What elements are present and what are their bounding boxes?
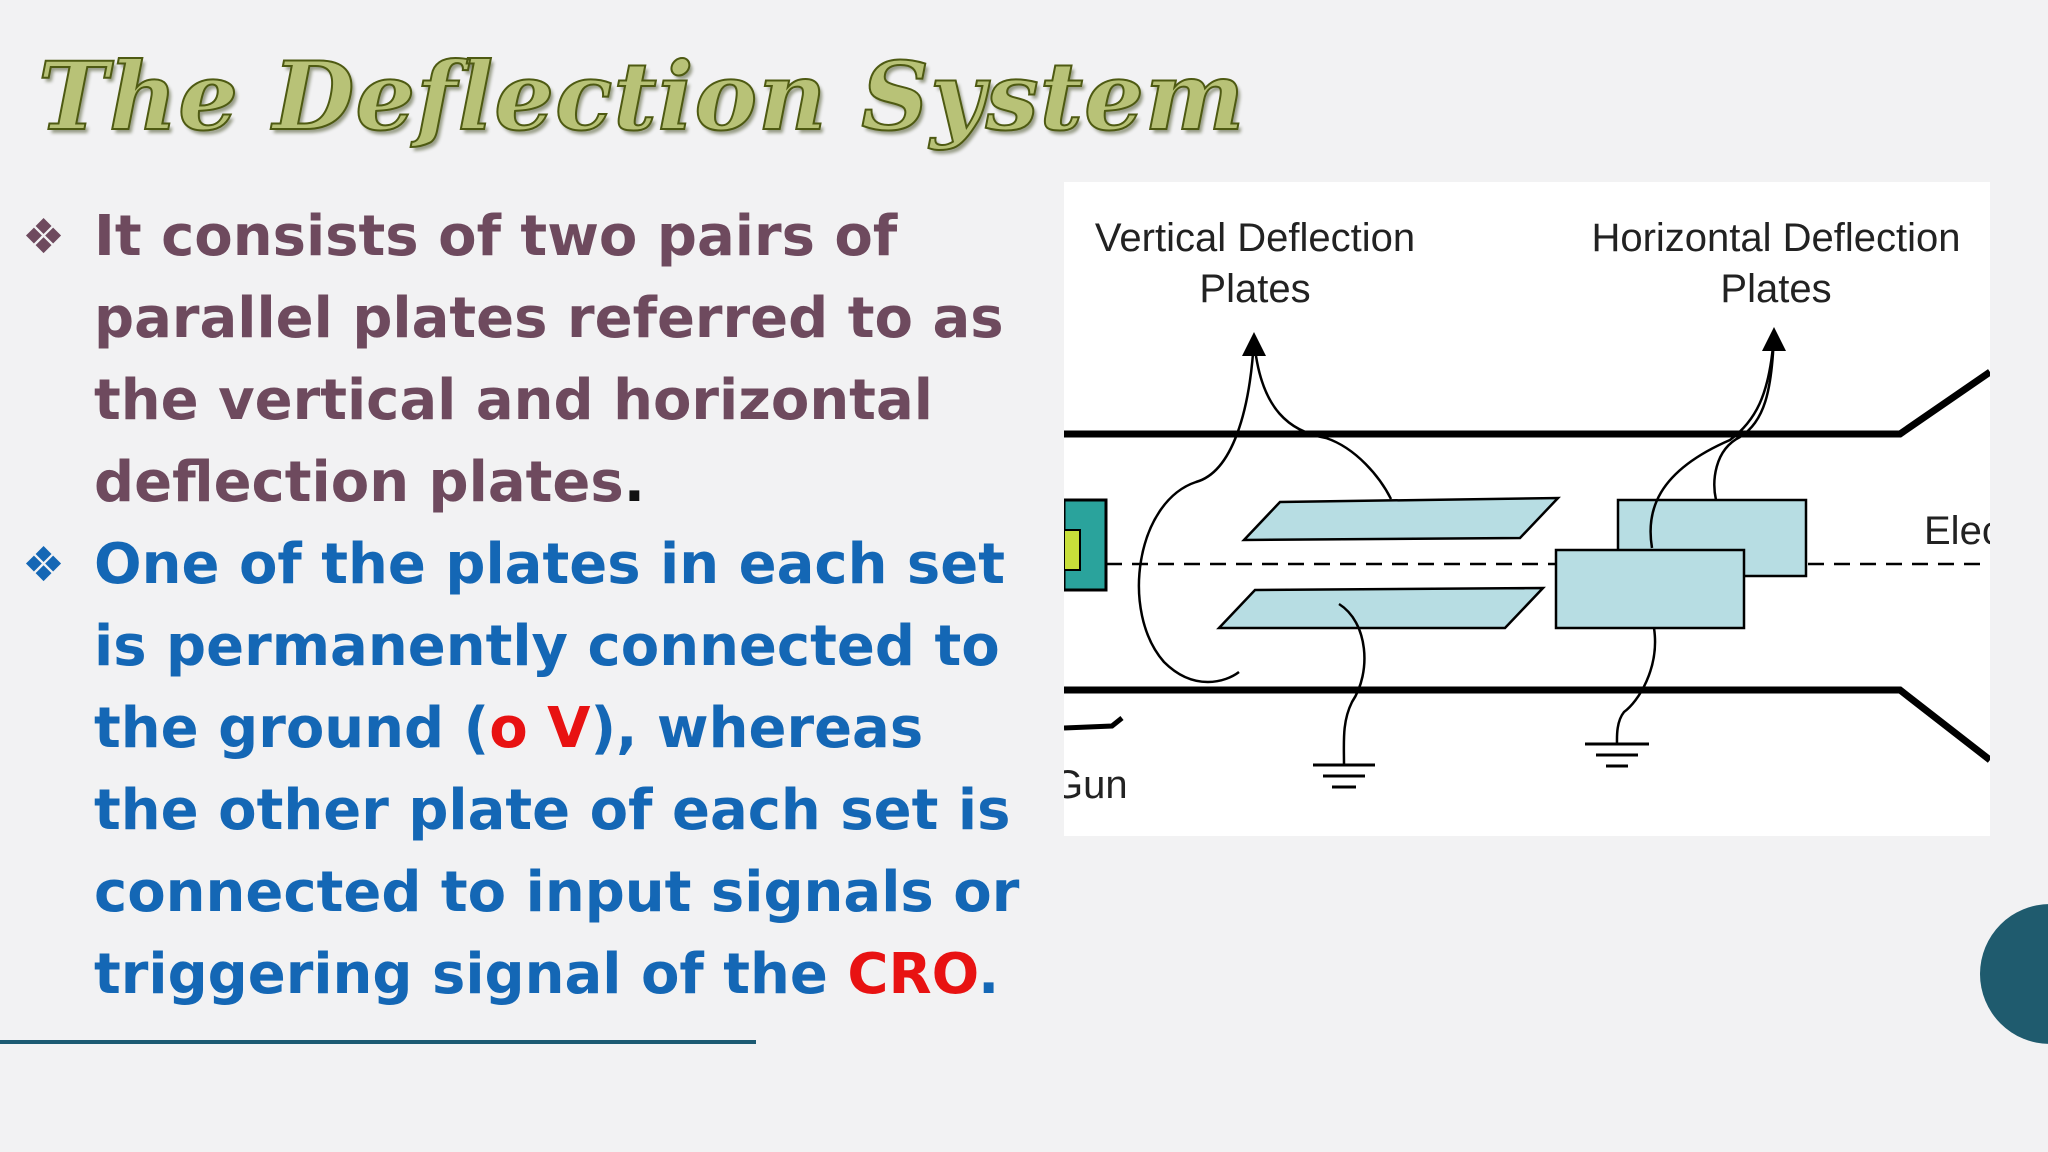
horizontal-arrowhead: [1762, 327, 1786, 351]
vertical-ground-lead: [1338, 602, 1366, 766]
vertical-lead-right: [1252, 338, 1393, 500]
vertical-plates-label-line2: Plates: [1199, 267, 1310, 311]
four-diamond-bullet-icon: ❖: [22, 209, 66, 265]
four-diamond-bullet-icon: ❖: [22, 537, 66, 593]
zero-volt-highlight: o V: [489, 696, 591, 761]
decorative-circle: [1980, 904, 2048, 1044]
horizontal-plates-label-line1: Horizontal Deflection: [1591, 216, 1960, 260]
electron-beam-label: Elec: [1924, 509, 1990, 553]
bullet-1-end: .: [623, 450, 645, 515]
ground-symbol-vertical: [1313, 763, 1375, 789]
horizontal-plates-label-line2: Plates: [1720, 267, 1831, 311]
bullet-text-1: It consists of two pairs of parallel pla…: [94, 196, 1032, 524]
bullet-1-body: It consists of two pairs of parallel pla…: [94, 204, 1004, 515]
electron-gun-core: [1064, 529, 1081, 571]
horizontal-ground-lead: [1615, 627, 1657, 745]
gun-label: Gun: [1064, 763, 1128, 807]
bullet-2-part1: One of the plates in each set is permane…: [94, 532, 1006, 761]
bullet-item-2: ❖ One of the plates in each set is perma…: [22, 524, 1032, 1016]
vertical-plate-bottom: [1216, 586, 1546, 630]
cro-highlight: CRO: [847, 942, 978, 1007]
tube-bottom-line: [1064, 686, 1990, 763]
horizontal-lead-2: [1649, 333, 1776, 549]
footer-divider: [0, 1040, 756, 1044]
vertical-plate-top: [1241, 496, 1561, 542]
vertical-lead-left: [1137, 338, 1256, 684]
bullet-2-end: .: [978, 942, 1000, 1007]
horizontal-plate-front: [1554, 548, 1746, 630]
bullet-2-part2: ), whereas the other plate of each set i…: [94, 696, 1020, 1007]
gun-hook: [1064, 716, 1124, 731]
bullet-text-2: One of the plates in each set is permane…: [94, 524, 1032, 1016]
bullet-item-1: ❖ It consists of two pairs of parallel p…: [22, 196, 1032, 524]
deflection-diagram-svg: Vertical Deflection Plates Horizontal De…: [1064, 216, 1990, 807]
vertical-plates-label-line1: Vertical Deflection: [1095, 216, 1415, 260]
deflection-diagram: Vertical Deflection Plates Horizontal De…: [1064, 182, 1990, 836]
horizontal-lead-1: [1713, 333, 1776, 501]
tube-top-line: [1064, 369, 1990, 438]
vertical-arrowhead: [1242, 332, 1266, 356]
slide-title: The Deflection System: [37, 41, 1246, 153]
ground-symbol-horizontal: [1585, 742, 1649, 768]
